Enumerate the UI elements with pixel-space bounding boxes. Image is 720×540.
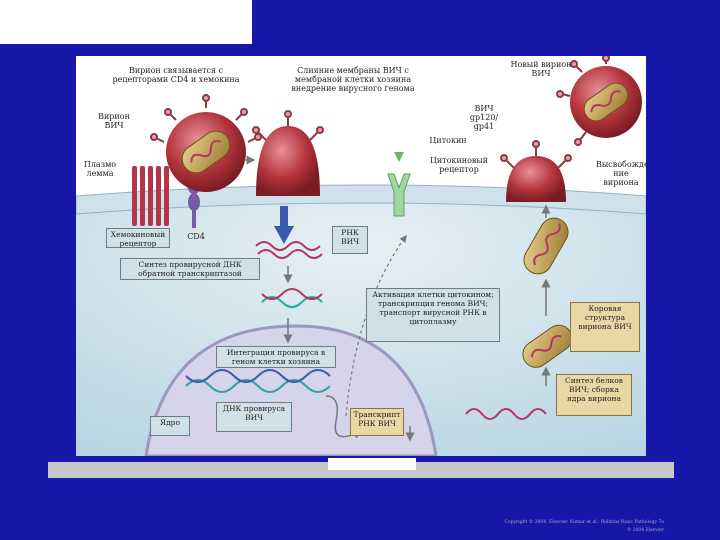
label-new-virion: Новый вирион ВИЧ xyxy=(510,60,572,78)
bottom-strip xyxy=(48,462,674,478)
box-chemokine-receptor: Хемокиновый рецептор xyxy=(106,228,170,248)
box-dna-synthesis: Синтез провирусной ДНК обратной транскри… xyxy=(120,258,260,280)
box-rna-transcript: Транскрипт РНК ВИЧ xyxy=(350,408,404,436)
new-virion xyxy=(556,56,642,146)
chemokine-receptor-shape xyxy=(132,166,169,226)
copyright-line1: Copyright © 2004, Elsevier. Kumar et al.… xyxy=(504,520,664,525)
hiv-lifecycle-diagram: Вирион связывается с рецепторами CD4 и х… xyxy=(76,56,646,456)
integrated-dna xyxy=(185,369,331,393)
core-structure-upper xyxy=(523,217,569,275)
label-virion-hiv: Вирион ВИЧ xyxy=(98,112,130,130)
virion-binding xyxy=(150,94,262,192)
box-proviral-dna: ДНК провируса ВИЧ xyxy=(216,402,292,432)
box-nucleus: Ядро xyxy=(150,416,190,436)
proviral-dna-cytoplasm xyxy=(261,288,323,308)
label-cytokine-receptor: Цитокиновый рецептор xyxy=(429,156,489,174)
label-membrane-fusion: Слияние мембраны ВИЧ с мембраной клетки … xyxy=(291,66,415,93)
virion-fusing xyxy=(252,110,324,244)
cytokine-shape xyxy=(387,152,411,217)
label-hiv-gp: ВИЧ gp120/ gp41 xyxy=(469,104,499,131)
label-virion-binds: Вирион связывается с рецепторами CD4 и х… xyxy=(112,66,240,84)
top-left-blank-box xyxy=(0,0,252,44)
box-core-structure: Коровая структура вириона ВИЧ xyxy=(570,302,640,352)
core-structure-lower xyxy=(522,324,573,368)
copyright-line2: © 2004 Elsevier xyxy=(626,528,664,533)
label-plasma-membrane: Плазмо лемма xyxy=(83,160,117,178)
label-release-virions: Высвобожде ние вириона xyxy=(596,160,646,187)
box-rna-hiv: РНК ВИЧ xyxy=(332,226,368,254)
rna-transcript-wave xyxy=(465,408,547,420)
box-activation: Активация клетки цитокином; транскрипция… xyxy=(366,288,500,342)
box-integration: Интеграция провируса в геном клетки хозя… xyxy=(216,346,336,368)
virion-budding xyxy=(500,140,572,202)
box-protein-synthesis: Синтез белков ВИЧ; сборка ядра вириона xyxy=(556,374,632,416)
label-cytokine: Цитокин xyxy=(429,136,467,145)
bottom-strip-notch xyxy=(328,458,416,470)
label-cd4: CD4 xyxy=(187,232,205,241)
viral-rna xyxy=(255,241,323,259)
